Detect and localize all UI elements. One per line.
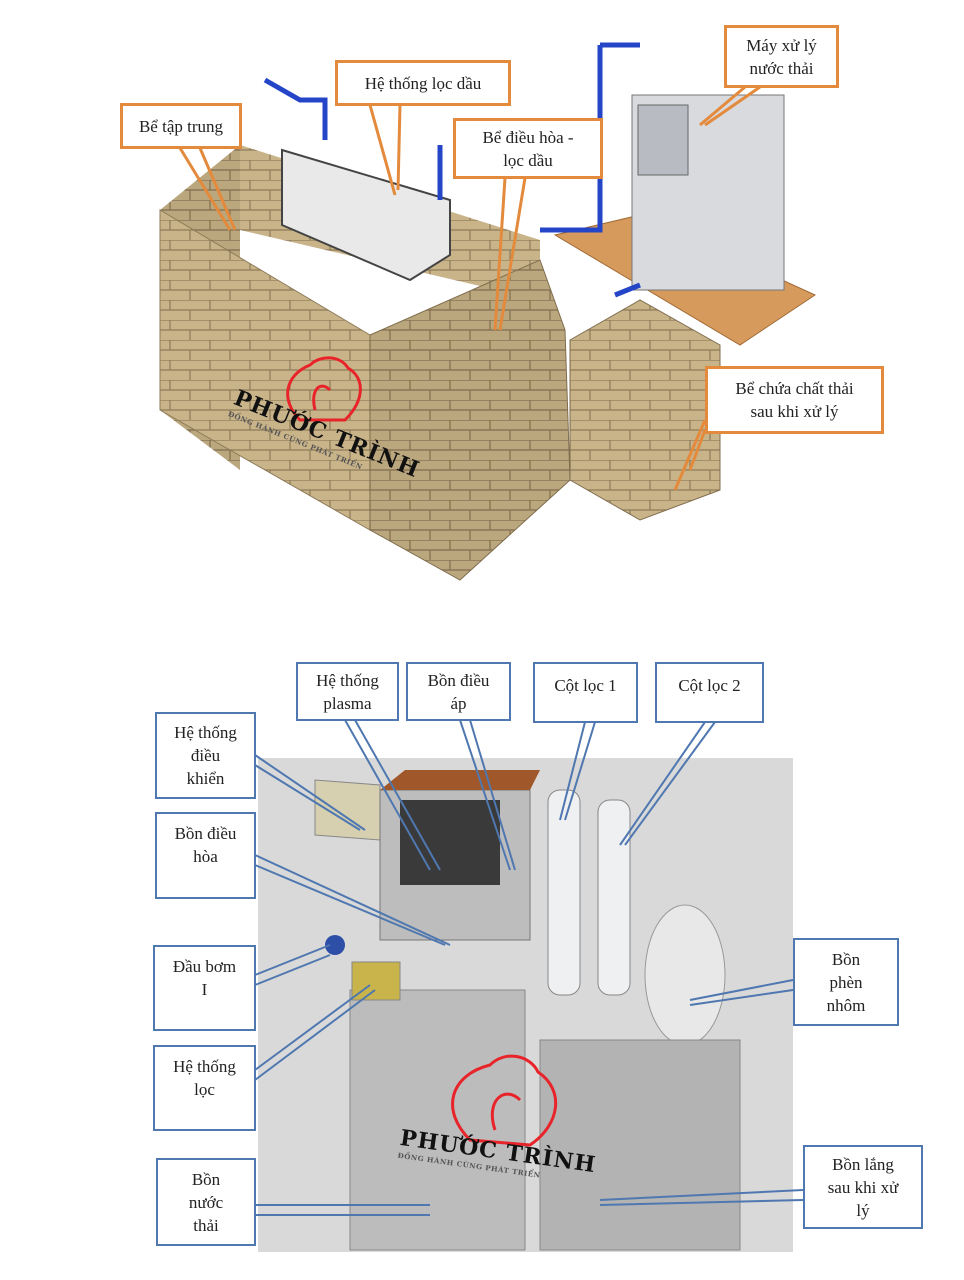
label-text: áp [450,693,467,713]
filter-column-1 [547,789,581,996]
label-alum-tank: Bồn phèn nhôm [793,938,899,1026]
label-text: Bể chứa chất thải [735,379,854,398]
settling-tank-body [539,1039,741,1251]
label-oil-filter-system: Hệ thống lọc dầu [335,60,511,106]
label-text: Hệ thống lọc dầu [364,73,482,93]
label-text: Bồn lắng [832,1154,894,1174]
label-pressure-tank: Bồn điều áp [406,662,511,721]
label-text: Bồn [191,1169,221,1189]
label-text: khiển [186,769,225,788]
label-text: Bồn điều [174,824,237,843]
label-text: Đầu bơm [172,957,237,976]
label-text: lọc [194,1080,215,1099]
top-leader-lines [178,85,761,491]
label-treated-waste-tank: Bể chứa chất thải sau khi xử lý [705,366,884,434]
oil-filter-tank [281,148,451,282]
label-text: nhôm [826,995,866,1015]
label-collection-tank: Bể tập trung [120,103,242,149]
label-text: plasma [323,693,372,713]
label-text: hòa [193,847,218,866]
label-equalization-oil-tank: Bể điều hòa - lọc dầu [453,118,603,179]
label-text: I [201,980,208,999]
bottom-illustration [258,758,793,1252]
label-control-system: Hệ thống điều khiển [155,712,256,799]
blue-pipes [263,42,641,298]
label-text: phèn [829,972,863,992]
label-text: lý [856,1200,870,1220]
brick-wall-small-tank [569,299,721,521]
brick-wall-front-left [159,209,371,531]
label-text: điều [190,746,221,765]
alum-tank [644,904,726,1046]
label-text: sau khi xử [827,1177,899,1197]
label-filter-column-1: Cột lọc 1 [533,662,638,723]
wastewater-tank-body [349,989,526,1251]
label-wastewater-tank: Bồn nước thải [156,1158,256,1246]
label-text: nước [188,1192,224,1212]
label-text: thải [193,1215,219,1235]
label-filter-column-2: Cột lọc 2 [655,662,764,723]
label-plasma-system: Hệ thống plasma [296,662,399,721]
bottom-leader-lines [254,719,804,1216]
label-text: Bể tập trung [138,116,224,136]
filter-column-2 [597,799,631,996]
label-text: Hệ thống [316,670,379,690]
label-equalization-tank: Bồn điều hòa [155,812,256,899]
label-text: Bồn điều [427,670,490,690]
label-text: lọc dầu [503,150,553,170]
brick-wall-front [369,259,571,581]
label-text: Cột lọc 1 [554,676,617,695]
label-treatment-machine: Máy xử lý nước thải [724,25,839,88]
label-text: Bồn [831,949,861,969]
label-settling-tank: Bồn lắng sau khi xử lý [803,1145,923,1229]
label-text: Hệ thống [174,723,237,742]
label-text: Bể điều hòa - [482,127,574,147]
lotus-logo-icon [286,356,558,1147]
label-text: nước thải [749,58,814,78]
pump-head [325,935,345,955]
top-illustration [159,42,817,581]
label-text: Hệ thống [173,1057,236,1076]
label-text: sau khi xử lý [750,402,839,421]
label-text: Máy xử lý [746,35,817,55]
label-filter-system: Hệ thống lọc [153,1045,256,1131]
control-panel [314,779,381,841]
filter-box [351,961,401,1001]
label-text: Cột lọc 2 [678,676,741,695]
